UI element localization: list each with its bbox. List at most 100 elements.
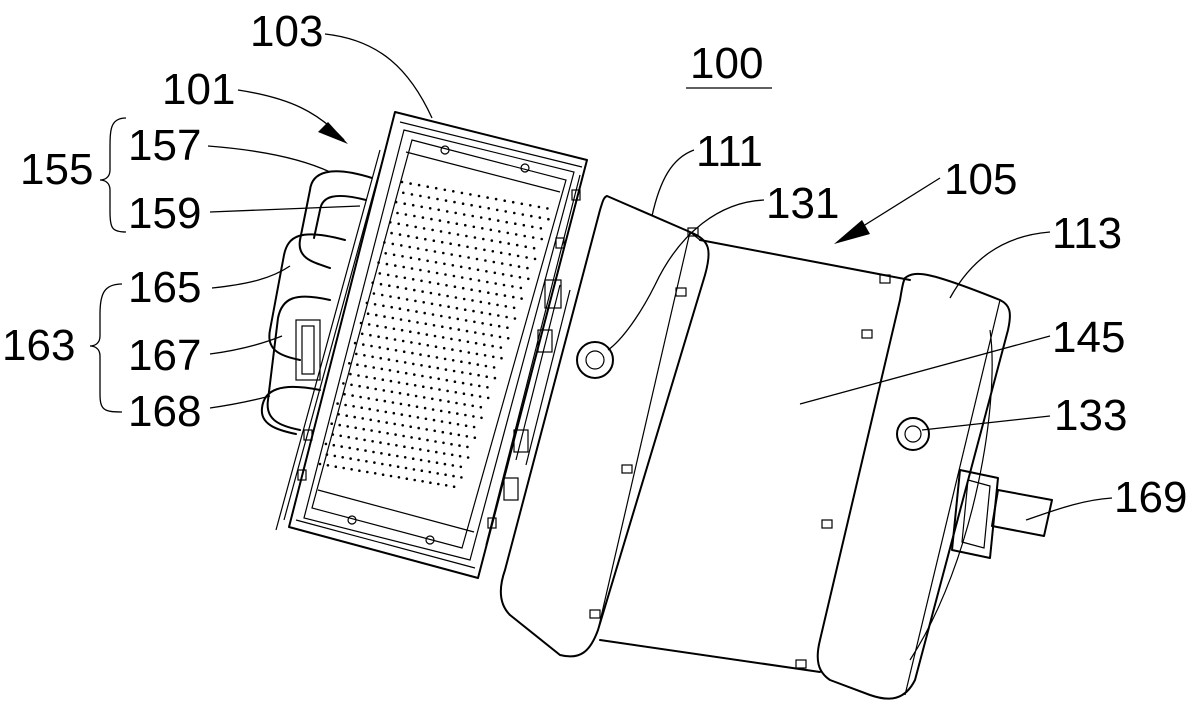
perforation-hole — [396, 370, 400, 374]
perforation-hole — [498, 230, 501, 233]
perforation-hole — [364, 364, 367, 368]
perforation-hole — [483, 343, 486, 347]
perforation-hole — [431, 228, 434, 232]
perforation-hole — [439, 304, 442, 307]
perforation-hole — [389, 295, 392, 298]
perforation-hole — [400, 244, 403, 247]
perforation-hole — [373, 472, 377, 475]
perforation-hole — [353, 415, 357, 419]
perforation-hole — [330, 422, 334, 426]
perforation-hole — [494, 197, 498, 201]
perforation-hole — [471, 299, 474, 302]
perforation-hole — [405, 298, 409, 301]
perforation-hole — [401, 254, 404, 258]
perforation-hole — [467, 351, 471, 354]
perforation-hole — [467, 256, 470, 259]
perforation-hole — [451, 464, 455, 467]
label-105: 105 — [944, 155, 1017, 204]
perforation-hole — [427, 270, 431, 273]
perforation-hole — [441, 336, 445, 339]
perforation-hole — [427, 449, 430, 453]
perforation-hole — [366, 312, 370, 316]
perforation-hole — [391, 242, 395, 246]
perforation-hole — [423, 406, 427, 410]
perforation-hole — [480, 416, 483, 420]
perforation-hole — [486, 396, 490, 400]
perforation-hole — [362, 343, 365, 346]
perforation-hole — [446, 294, 449, 298]
perforation-hole — [436, 197, 439, 201]
perforation-hole — [385, 262, 389, 266]
perforation-hole — [363, 438, 366, 442]
perforation-hole — [417, 426, 421, 430]
leader-111 — [651, 149, 695, 217]
filter-frame-assembly — [260, 111, 588, 579]
perforation-hole — [479, 216, 483, 219]
label-157: 157 — [128, 121, 201, 170]
perforation-hole — [520, 202, 524, 206]
leader-113 — [949, 231, 1051, 299]
perforation-hole — [425, 333, 429, 336]
perforation-hole — [459, 349, 462, 353]
perforation-hole — [326, 464, 330, 467]
perforation-hole — [424, 237, 427, 241]
perforation-hole — [446, 389, 449, 393]
perforation-hole — [425, 428, 429, 431]
perforation-hole — [483, 354, 487, 357]
perforation-hole — [411, 457, 415, 461]
perforation-hole — [495, 292, 498, 296]
perforation-hole — [399, 318, 403, 321]
arrow-101 — [318, 122, 348, 144]
perforation-hole — [462, 392, 466, 396]
perforation-hole — [473, 236, 477, 239]
perforation-hole — [461, 202, 465, 205]
perforation-hole — [437, 482, 440, 486]
label-159: 159 — [128, 189, 201, 238]
perforation-hole — [496, 303, 499, 307]
perforation-hole — [452, 274, 456, 278]
perforation-hole — [355, 352, 358, 356]
perforation-hole — [376, 324, 379, 328]
perforation-hole — [366, 386, 370, 389]
perforation-hole — [371, 355, 374, 359]
perforation-hole — [325, 453, 329, 456]
leader-167 — [209, 335, 283, 355]
perforation-hole — [481, 322, 484, 325]
perforation-hole — [460, 476, 463, 479]
perforation-hole — [455, 222, 459, 225]
perforation-hole — [442, 346, 446, 350]
perforation-hole — [395, 444, 398, 447]
perforation-hole — [474, 341, 478, 345]
perforation-hole — [462, 297, 466, 301]
perforation-hole — [356, 363, 359, 367]
perforation-hole — [350, 468, 353, 471]
perforation-hole — [428, 365, 431, 369]
perforation-hole — [422, 385, 425, 389]
perforation-hole — [390, 305, 394, 309]
perforation-hole — [348, 446, 352, 450]
perforation-hole — [388, 284, 391, 288]
perforation-hole — [379, 282, 383, 286]
perforation-hole — [429, 481, 432, 485]
perforation-hole — [410, 436, 413, 439]
perforation-hole — [513, 317, 517, 320]
perforation-hole — [386, 273, 390, 277]
perforation-hole — [490, 334, 494, 337]
perforation-hole — [420, 469, 424, 473]
perforation-hole — [337, 413, 340, 416]
perforation-hole — [431, 408, 435, 411]
perforation-hole — [469, 277, 472, 281]
perforation-hole — [465, 435, 469, 438]
perforation-hole — [381, 378, 385, 382]
perforation-hole — [513, 211, 516, 215]
perforation-hole — [409, 182, 412, 185]
perforation-hole — [457, 433, 461, 437]
perforation-hole — [377, 261, 380, 264]
perforation-hole — [360, 406, 364, 410]
perforation-hole — [444, 273, 447, 276]
perforation-hole — [413, 214, 416, 218]
perforation-hole — [434, 261, 438, 264]
perforation-hole — [438, 388, 441, 391]
perforation-hole — [407, 234, 410, 238]
perforation-hole — [385, 421, 389, 424]
